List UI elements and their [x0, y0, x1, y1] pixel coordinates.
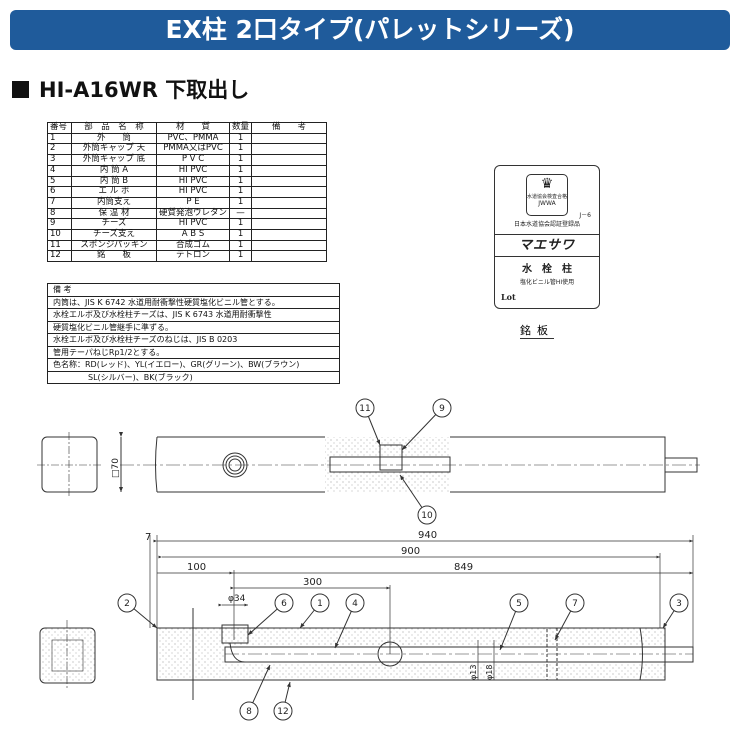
- model-label: HI-A16WR 下取出し: [39, 78, 250, 102]
- remark-line: 水栓エルボ及び水栓柱チーズは、JIS K 6743 水道用耐衝撃性: [48, 309, 339, 322]
- nameplate: ♛ 水道協会検査合格 JWWA J－6 日本水道協会認証登録品 マエサワ 水 栓…: [494, 165, 600, 309]
- callout-10: 10: [421, 511, 433, 521]
- callout-11: 11: [359, 404, 370, 414]
- table-cell: [251, 250, 328, 263]
- remarks-box: 備 考 内筒は、JIS K 6742 水道用耐衝撃性硬質塩化ビニル管とする。 水…: [47, 283, 340, 384]
- dim-300: 300: [303, 577, 322, 588]
- table-cell: 1: [229, 250, 253, 263]
- callout-circle: [345, 593, 365, 613]
- code-label: J－6: [579, 212, 591, 219]
- lot-label: Lot: [501, 292, 516, 302]
- remark-line: 管用テーパねじRp1/2とする。: [48, 347, 339, 359]
- section-view: [156, 608, 694, 700]
- dim-phi18: φ18: [485, 665, 494, 680]
- remark-line: 色名称：RD(レッド)、YL(イエロー)、GR(グリーン)、BW(ブラウン): [48, 359, 339, 372]
- callout-6: 6: [281, 599, 287, 609]
- remarks-title: 備 考: [48, 284, 339, 297]
- model-heading: HI-A16WR 下取出し: [12, 74, 249, 104]
- callouts: 11 9 10 2 6 1 4 5 7 3 8 12: [117, 398, 689, 721]
- callout-circle: [432, 398, 452, 418]
- jwwa-logo: ♛ 水道協会検査合格 JWWA: [526, 174, 568, 216]
- jwwa-label: JWWA: [538, 200, 556, 207]
- callout-circle: [117, 593, 137, 613]
- nameplate-caption: 銘板: [520, 324, 554, 339]
- square-dimension: □70: [111, 458, 121, 478]
- callout-12: 12: [277, 707, 288, 717]
- callout-circle: [239, 701, 259, 721]
- assoc-label: 水道協会検査合格: [527, 194, 568, 200]
- callout-circle: [565, 593, 585, 613]
- callout-2: 2: [124, 599, 130, 609]
- callout-circle: [509, 593, 529, 613]
- crown-icon: ♛: [540, 176, 554, 192]
- callout-circle: [417, 505, 437, 525]
- spec-label: 塩化ビニル管HI使用: [519, 279, 575, 286]
- callout-circle: [274, 593, 294, 613]
- remark-line: 水栓エルボ及び水栓柱チーズのねじは、JIS B 0203: [48, 334, 339, 347]
- dim-100: 100: [187, 562, 206, 573]
- callout-5: 5: [516, 599, 522, 609]
- remark-line: 硬質塩化ビニル管継手に準ずる。: [48, 322, 339, 334]
- dim-phi13: φ13: [469, 665, 478, 680]
- square-bullet-icon: [12, 81, 29, 98]
- leader-line: [401, 407, 443, 451]
- dim-900: 900: [401, 546, 420, 557]
- dim-940: 940: [418, 530, 437, 541]
- callout-1: 1: [317, 599, 323, 609]
- dimension-labels: 7 940 900 100 849 300 φ34 φ13 φ18: [145, 530, 494, 680]
- cert-label: 日本水道協会認証登録品: [513, 221, 580, 228]
- product-label: 水 栓 柱: [522, 264, 572, 275]
- dim-7: 7: [145, 532, 151, 543]
- end-view-top: □70: [37, 432, 123, 498]
- callout-circle: [355, 398, 375, 418]
- brand-label: マエサワ: [518, 238, 575, 253]
- side-view-top: [120, 436, 700, 493]
- end-view-bottom: [39, 620, 96, 690]
- dimension-lines: [149, 535, 694, 680]
- callout-8: 8: [246, 707, 252, 717]
- title-banner: EX柱 2口タイプ(パレットシリーズ): [10, 10, 730, 50]
- callout-4: 4: [352, 599, 358, 609]
- remark-line: 内筒は、JIS K 6742 水道用耐衝撃性硬質塩化ビニル管とする。: [48, 297, 339, 309]
- callout-circle: [669, 593, 689, 613]
- callout-9: 9: [439, 404, 445, 414]
- dim-849: 849: [454, 562, 473, 573]
- callout-7: 7: [572, 599, 578, 609]
- callout-3: 3: [676, 599, 682, 609]
- callout-circle: [273, 701, 293, 721]
- callout-circle: [310, 593, 330, 613]
- dim-phi34: φ34: [228, 594, 246, 604]
- remark-line: SL(シルバー)、BK(ブラック): [88, 372, 193, 382]
